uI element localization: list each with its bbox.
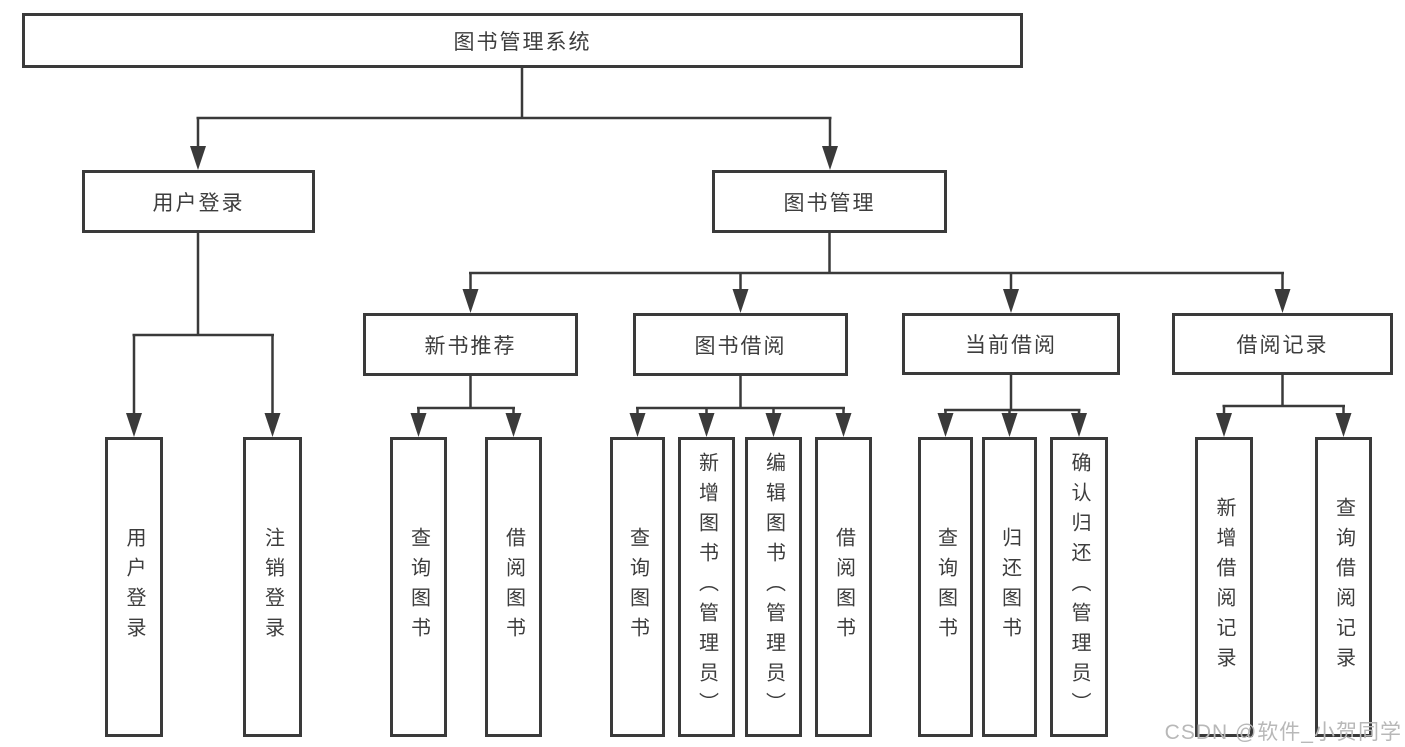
- arrowhead-icon: [1335, 413, 1352, 437]
- leaf-confirm-return-admin: 确认归还（管理员）: [1050, 437, 1108, 737]
- arrowhead-icon: [765, 413, 782, 437]
- leaf-add-book-admin: 新增图书（管理员）: [678, 437, 735, 737]
- arrowhead-icon: [937, 413, 954, 437]
- arrowhead-icon: [462, 289, 479, 313]
- node-label: 借阅图书: [502, 527, 525, 647]
- node-label: 用户登录: [123, 527, 145, 647]
- arrowhead-icon: [1001, 413, 1018, 437]
- connector-newbook-to-leaves: [410, 376, 522, 437]
- arrowhead-icon: [264, 413, 281, 437]
- node-new-book-recommend: 新书推荐: [363, 313, 578, 376]
- arrowhead-icon: [698, 413, 715, 437]
- node-label: 借阅记录: [1236, 334, 1329, 357]
- node-label: 用户登录: [152, 191, 245, 215]
- node-label: 当前借阅: [965, 334, 1057, 357]
- arrowhead-icon: [822, 146, 838, 170]
- arrowhead-icon: [126, 413, 142, 437]
- leaf-return-book: 归还图书: [982, 437, 1037, 737]
- arrowhead-icon: [1071, 413, 1087, 437]
- arrowhead-icon: [732, 289, 749, 313]
- arrowhead-icon: [410, 413, 427, 437]
- connector-record-to-leaves: [1216, 374, 1352, 437]
- node-label: 确认归还（管理员）: [1068, 452, 1090, 722]
- arrowhead-icon: [835, 413, 852, 437]
- leaf-borrow-books-1: 借阅图书: [485, 437, 542, 737]
- connector-current-to-leaves: [937, 375, 1087, 437]
- node-label: 查询图书: [407, 527, 430, 647]
- connector-login-to-leaves: [126, 233, 281, 437]
- leaf-add-borrow-record: 新增借阅记录: [1195, 437, 1253, 737]
- connector-borrow-to-leaves: [629, 376, 852, 437]
- csdn-watermark: CSDN @软件_小贺同学: [1164, 721, 1402, 744]
- node-label: 注销登录: [261, 527, 284, 647]
- connector-bookmgmt-to-level3: [462, 233, 1291, 313]
- leaf-query-books-1: 查询图书: [390, 437, 447, 737]
- node-label: 图书管理系统: [453, 30, 592, 54]
- node-label: 查询借阅记录: [1332, 497, 1355, 677]
- node-label: 新增借阅记录: [1213, 497, 1235, 677]
- arrowhead-icon: [1274, 289, 1291, 313]
- node-label: 图书借阅: [694, 334, 787, 358]
- node-label: 借阅图书: [832, 527, 855, 647]
- leaf-borrow-books-2: 借阅图书: [815, 437, 872, 737]
- node-label: 新书推荐: [424, 334, 517, 358]
- node-current-borrow: 当前借阅: [902, 313, 1120, 375]
- connector-root-to-level2: [190, 68, 838, 170]
- node-label: 查询图书: [934, 527, 957, 647]
- arrowhead-icon: [505, 413, 522, 437]
- node-label: 新增图书（管理员）: [695, 452, 718, 722]
- leaf-user-login: 用户登录: [105, 437, 163, 737]
- node-book-management-branch: 图书管理: [712, 170, 947, 233]
- node-label: 编辑图书（管理员）: [762, 452, 785, 722]
- arrowhead-icon: [629, 413, 646, 437]
- arrowhead-icon: [190, 146, 206, 170]
- node-borrow-record: 借阅记录: [1172, 313, 1393, 375]
- node-root-system: 图书管理系统: [22, 13, 1023, 68]
- leaf-query-books-2: 查询图书: [610, 437, 665, 737]
- leaf-edit-book-admin: 编辑图书（管理员）: [745, 437, 802, 737]
- node-label: 查询图书: [626, 527, 649, 647]
- arrowhead-icon: [1003, 289, 1019, 313]
- node-book-borrow: 图书借阅: [633, 313, 848, 376]
- node-user-login-branch: 用户登录: [82, 170, 315, 233]
- arrowhead-icon: [1216, 413, 1232, 437]
- node-label: 图书管理: [783, 191, 876, 215]
- leaf-query-borrow-record: 查询借阅记录: [1315, 437, 1372, 737]
- leaf-logout: 注销登录: [243, 437, 302, 737]
- leaf-query-books-3: 查询图书: [918, 437, 973, 737]
- node-label: 归还图书: [998, 527, 1021, 647]
